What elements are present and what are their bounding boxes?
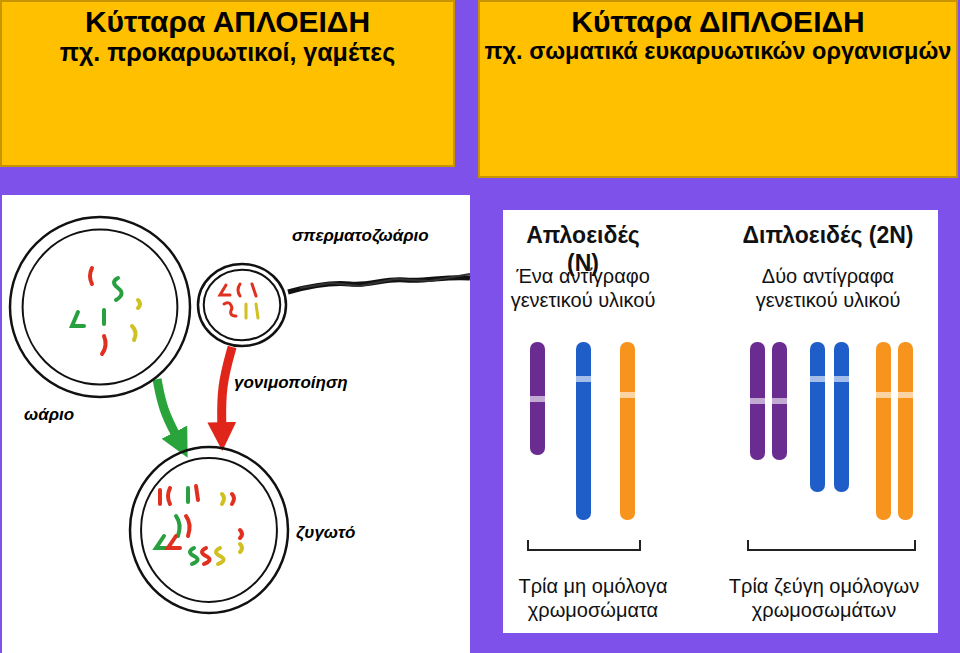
- cell-outline: [128, 445, 290, 615]
- column-note: Ένα αντίγραφο γενετικού υλικού: [508, 264, 658, 312]
- cell-label: ζυγωτό: [296, 523, 355, 543]
- bracket-label: Τρία ζεύγη ομόλογων χρωμοσωμάτων: [712, 574, 936, 622]
- diploid-chromosomes: [749, 342, 914, 520]
- header-title: Κύτταρα ΔΙΠΛΟΕΙΔΗ: [571, 6, 864, 38]
- column-heading: Διπλοειδές (2Ν): [722, 222, 934, 250]
- column-note: Δύο αντίγραφα γενετικού υλικού: [730, 264, 926, 312]
- zygote-chromosomes: [156, 486, 242, 564]
- cell-label: σπερματοζωάριο: [292, 226, 429, 246]
- sperm-tail-edge: [300, 274, 470, 288]
- header-box: Κύτταρα ΑΠΛΟΕΙΔΗπχ. προκαρυωτικοί, γαμέτ…: [0, 0, 455, 167]
- fertilization-arrow: [222, 347, 232, 428]
- ovum-cell: ωάριο: [8, 215, 192, 399]
- header-subtitle: πχ. προκαρυωτικοί, γαμέτες: [60, 38, 395, 67]
- sperm-head-cell: σπερματοζωάριο: [196, 262, 288, 348]
- sperm-chromosomes: [220, 284, 258, 318]
- arrow-label: γονιμοποίηση: [232, 373, 350, 393]
- cell-outline: [8, 215, 192, 399]
- zygote-cell: ζυγωτό: [128, 445, 290, 615]
- ploidy-panel: [503, 210, 938, 633]
- fertilization-panel: [2, 195, 470, 653]
- header-box: Κύτταρα ΔΙΠΛΟΕΙΔΗπχ. σωματικά ευκαρυωτικ…: [478, 0, 958, 178]
- header-subtitle: πχ. σωματικά ευκαρυωτικών οργανισμών: [485, 38, 952, 65]
- bracket: [748, 540, 915, 550]
- haploid-chromosomes: [529, 342, 636, 520]
- header-title: Κύτταρα ΑΠΛΟΕΙΔΗ: [85, 6, 370, 38]
- fertilization-arrow: [157, 379, 177, 437]
- bracket-label: Τρία μη ομόλογα χρωμοσώματα: [508, 574, 678, 622]
- bracket: [528, 540, 640, 550]
- cell-label: ωάριο: [24, 405, 74, 425]
- ovum-chromosomes: [72, 268, 140, 354]
- cell-outline: [196, 262, 288, 348]
